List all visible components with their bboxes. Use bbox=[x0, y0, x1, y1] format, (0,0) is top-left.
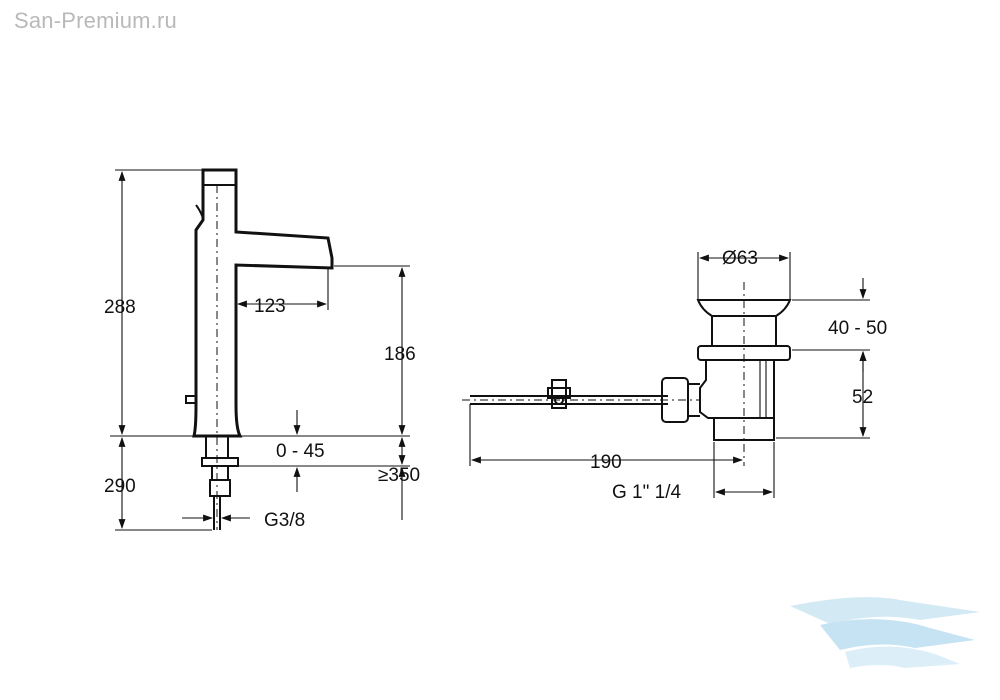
dim-drain-diameter: Ø63 bbox=[722, 248, 758, 269]
lever-knob bbox=[195, 204, 204, 219]
dim-drain-body: 52 bbox=[852, 387, 873, 408]
drain-drawing bbox=[462, 282, 792, 466]
aerator-button bbox=[185, 395, 197, 404]
faucet-drawing bbox=[110, 168, 410, 530]
watermark-text: San-Premium.ru bbox=[14, 8, 177, 33]
dim-hose-length-min: ≥350 bbox=[378, 465, 420, 486]
dim-hose-length-top: 290 bbox=[104, 476, 136, 497]
drain-dimensions bbox=[469, 252, 870, 498]
dim-rod-length: 190 bbox=[590, 452, 622, 473]
faucet-body bbox=[192, 168, 334, 438]
dim-faucet-height: 288 bbox=[104, 297, 136, 318]
dim-spout-height: 186 bbox=[384, 344, 416, 365]
dim-deck-thickness: 0 - 45 bbox=[276, 441, 325, 462]
dim-spout-reach: 123 bbox=[254, 296, 286, 317]
dim-drain-height: 40 - 50 bbox=[828, 318, 887, 339]
faucet-dimensions bbox=[115, 169, 410, 531]
dim-drain-thread: G 1" 1/4 bbox=[612, 482, 681, 503]
dim-connection: G3/8 bbox=[264, 510, 305, 531]
brand-logo-icon bbox=[790, 597, 980, 668]
